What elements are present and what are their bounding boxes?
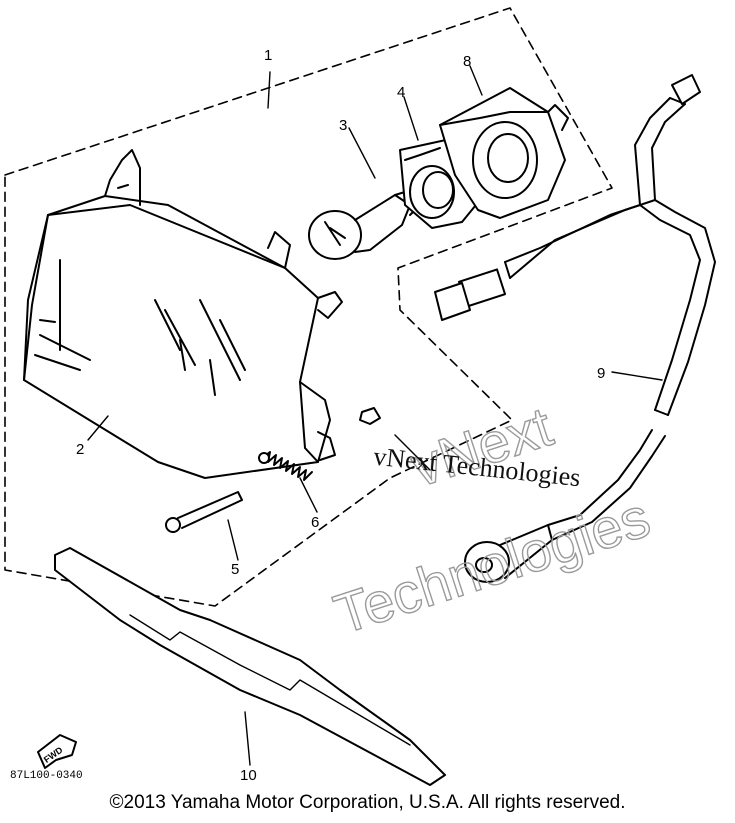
trim-panel: [54, 547, 446, 786]
reference-code: 87L100-0340: [10, 770, 83, 782]
spring: [258, 451, 313, 481]
watermark-technologies: Technologies: [327, 485, 657, 646]
copyright-notice: ©2013 Yamaha Motor Corporation, U.S.A. A…: [109, 792, 626, 813]
rubber-cap: [439, 87, 569, 219]
fwd-arrow-icon: [37, 734, 77, 769]
callout-3: 3: [339, 117, 347, 134]
callout-5: 5: [231, 561, 239, 578]
callout-1: 1: [264, 47, 272, 64]
callout-2: 2: [76, 441, 84, 458]
nut: [359, 407, 381, 425]
callout-9: 9: [597, 365, 605, 382]
headlight-housing: [23, 149, 343, 479]
callout-4: 4: [397, 84, 405, 101]
callout-10: 10: [240, 767, 257, 784]
callout-6: 6: [311, 514, 319, 531]
adjusting-screw: [165, 491, 243, 533]
callout-8: 8: [463, 53, 471, 70]
wire-harness: [434, 74, 716, 583]
